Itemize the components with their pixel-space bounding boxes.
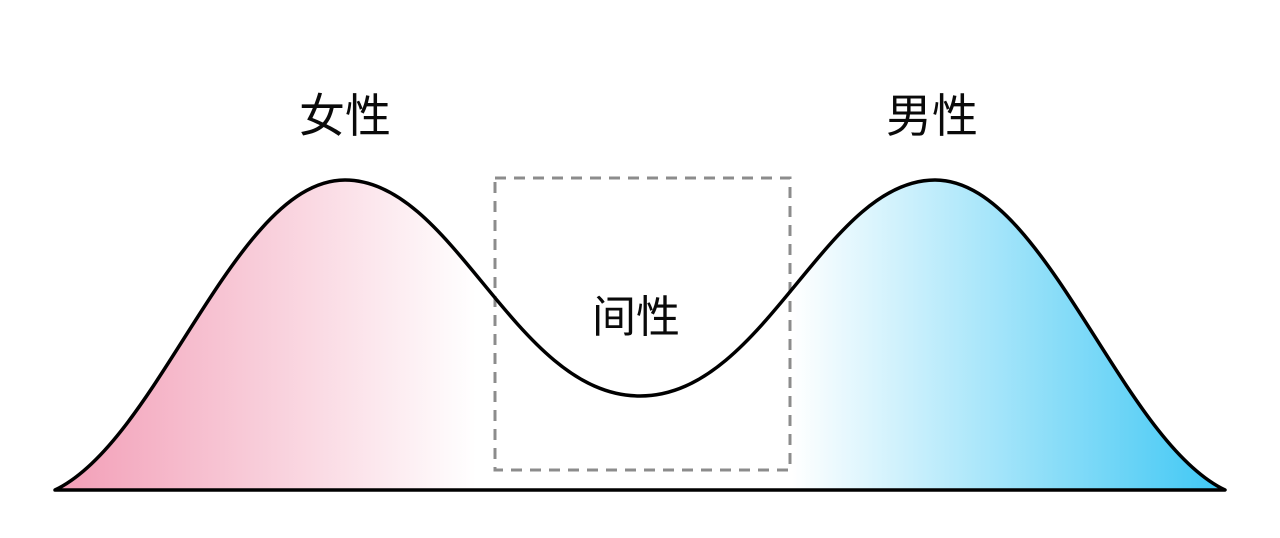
bimodal-area-fill [55,180,1225,490]
intersex-label: 间性 [592,292,680,343]
female-label: 女性 [299,89,391,143]
intersex-dashed-box [493,176,792,472]
male-label: 男性 [886,89,978,143]
bimodal-curve-outline [53,178,1227,492]
